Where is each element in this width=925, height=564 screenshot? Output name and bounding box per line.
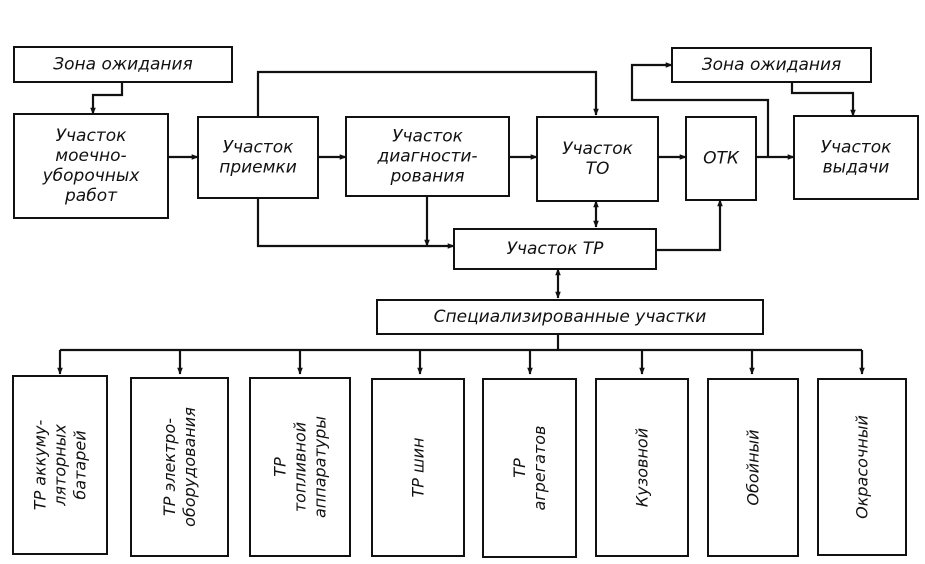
node-box bbox=[13, 46, 233, 83]
connectors bbox=[57, 62, 865, 375]
section-body-shop: Кузовной bbox=[595, 378, 689, 557]
edge-reception-to-tr bbox=[256, 198, 455, 249]
edge-wait-to-washing bbox=[90, 82, 124, 115]
node-label-line: Участок bbox=[562, 139, 633, 159]
node-box bbox=[536, 116, 659, 202]
edge-otk-to-wait-right bbox=[630, 62, 770, 157]
section-tire-repair: ТР шин bbox=[371, 378, 465, 557]
node-label-line: моечно- bbox=[55, 146, 126, 166]
node-tr-area: Участок ТР bbox=[453, 228, 657, 270]
section-electrical-repair: ТР электро-оборудования bbox=[130, 377, 229, 557]
node-box bbox=[793, 115, 919, 200]
section-label-line: Обойный bbox=[744, 429, 763, 505]
section-box bbox=[595, 378, 689, 557]
section-label-line: топливной bbox=[291, 422, 310, 512]
section-upholstery: Обойный bbox=[707, 378, 799, 557]
edge-wait-to-issue bbox=[790, 82, 856, 117]
node-otk: ОТК bbox=[685, 116, 757, 201]
node-box bbox=[671, 47, 872, 83]
process-nodes: Зона ожидания Участокмоечно-уборочныхраб… bbox=[13, 46, 919, 335]
section-box bbox=[249, 377, 351, 557]
node-box bbox=[197, 116, 319, 199]
section-label-line: агрегатов bbox=[530, 426, 549, 511]
node-wait-zone-right: Зона ожидания bbox=[671, 47, 872, 83]
node-label-line: работ bbox=[64, 186, 118, 206]
section-box bbox=[12, 375, 108, 555]
section-label-line: оборудования bbox=[180, 407, 199, 527]
section-label-line: ТР шин bbox=[409, 437, 428, 497]
section-box bbox=[817, 378, 907, 556]
section-label-line: ТР bbox=[510, 458, 529, 478]
node-label-line: Специализированные участки bbox=[434, 307, 707, 327]
section-label-line: ТР bbox=[271, 457, 290, 477]
edge-tr-to-otk bbox=[656, 199, 723, 252]
node-label-line: Участок bbox=[821, 138, 892, 158]
node-label-line: Зона ожидания bbox=[53, 55, 193, 75]
node-label-line: приемки bbox=[219, 158, 297, 178]
section-label: Окрасочный bbox=[853, 415, 872, 519]
section-label: ТР шин bbox=[409, 437, 428, 497]
section-label-line: ТР аккуму- bbox=[31, 420, 50, 511]
node-label-line: Участок ТР bbox=[507, 239, 605, 259]
section-label-line: аппаратуры bbox=[311, 416, 330, 518]
section-label-line: батарей bbox=[71, 430, 90, 499]
section-label: Обойный bbox=[744, 429, 763, 505]
node-label-line: ТО bbox=[586, 159, 610, 179]
section-label-line: Окрасочный bbox=[853, 415, 872, 519]
section-label-line: ляторных bbox=[51, 424, 70, 507]
node-label-line: Участок bbox=[392, 127, 463, 147]
section-label-line: Кузовной bbox=[633, 428, 652, 507]
node-label-line: уборочных bbox=[42, 166, 141, 186]
node-box bbox=[376, 299, 764, 335]
section-box bbox=[482, 378, 577, 558]
section-label: Кузовной bbox=[633, 428, 652, 507]
node-box bbox=[685, 116, 757, 201]
section-box bbox=[371, 378, 465, 557]
node-label-line: Участок bbox=[223, 138, 294, 158]
section-label: ТР электро-оборудования bbox=[160, 407, 199, 527]
edge-reception-to-to bbox=[256, 70, 599, 116]
node-label-line: выдачи bbox=[823, 158, 890, 178]
node-label-line: рования bbox=[389, 167, 464, 187]
section-box bbox=[707, 378, 799, 557]
section-painting: Окрасочный bbox=[817, 378, 907, 556]
section-label-line: ТР электро- bbox=[160, 418, 179, 516]
node-label-line: ОТК bbox=[703, 149, 740, 169]
node-specialized-areas: Специализированные участки bbox=[376, 299, 764, 335]
node-label-line: Зона ожидания bbox=[702, 55, 842, 75]
node-label-line: диагности- bbox=[376, 147, 477, 167]
section-box bbox=[130, 377, 229, 557]
node-box bbox=[345, 116, 510, 197]
node-box bbox=[13, 113, 169, 219]
node-wait-zone-left: Зона ожидания bbox=[13, 46, 233, 83]
node-label-line: Участок bbox=[56, 126, 127, 146]
node-box bbox=[453, 228, 657, 270]
